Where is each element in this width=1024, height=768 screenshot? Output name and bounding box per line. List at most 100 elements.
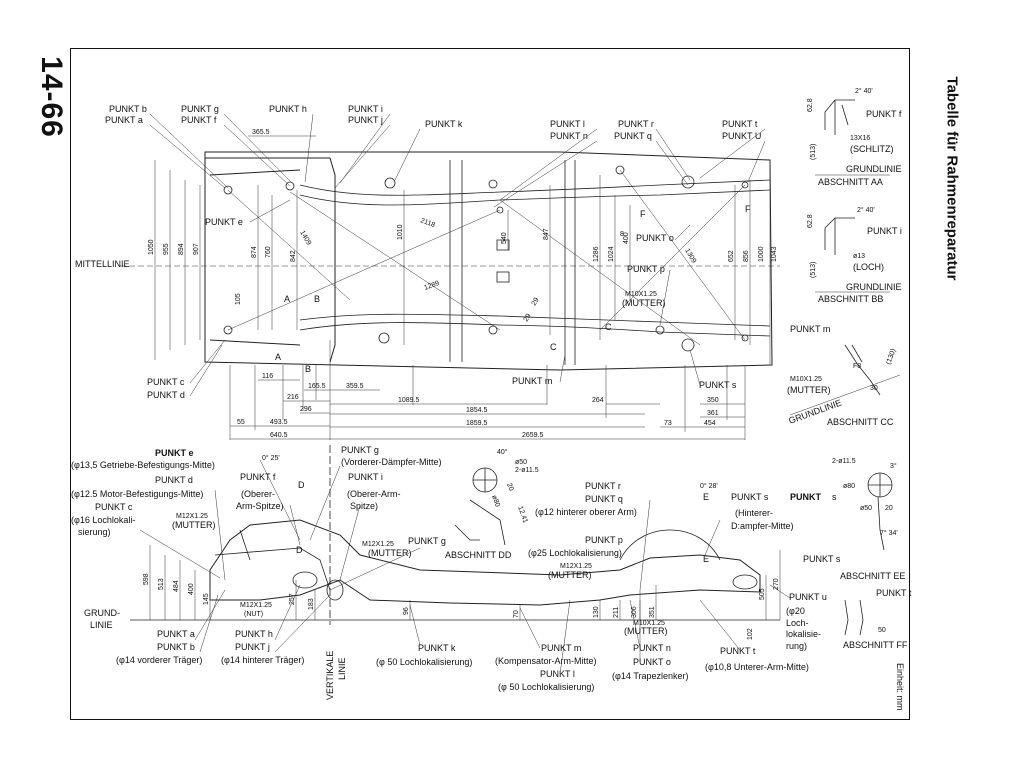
label-punkt-k: PUNKT k — [425, 119, 463, 129]
ee-dim-phi50: ø50 — [860, 505, 872, 512]
sdim-11: 306 — [631, 606, 638, 618]
dim-296: 296 — [300, 406, 312, 413]
label-side-punkt-l: PUNKT l — [540, 669, 575, 679]
dim-2659-5: 2659.5 — [522, 432, 544, 439]
bb-profile — [824, 217, 855, 255]
label-side-punkt-u: PUNKT u — [789, 592, 827, 602]
label-punkt-h: PUNKT h — [269, 104, 307, 114]
dim-640-5: 640.5 — [270, 432, 288, 439]
bb-dim-angle: 2° 40' — [857, 206, 875, 214]
label-punkt-e: PUNKT e — [205, 217, 243, 227]
sdim-15: 102 — [747, 628, 754, 640]
label-side-punkt-h: PUNKT h — [235, 629, 273, 639]
vdim-7: 1010 — [397, 224, 404, 240]
cc-dim-130: (130) — [885, 348, 897, 366]
dim-1854-5: 1854.5 — [466, 407, 488, 414]
label-side-mutter-spec4: M10X1.25 — [633, 620, 665, 627]
sdim-10: 211 — [613, 607, 620, 618]
label-side-mutter-spec1: M12X1.25 — [176, 513, 208, 520]
label-side-punkt-m-desc: (Kompensator-Arm-Mitte) — [495, 656, 597, 666]
cc-name: ABSCHNITT CC — [827, 417, 894, 427]
label-grundlinie-1: GRUND- — [84, 608, 120, 618]
dim-1859-5: 1859.5 — [466, 420, 488, 427]
label-side-punkt-f: PUNKT f — [240, 472, 276, 482]
ee-dim-angle: 7° 34' — [880, 529, 898, 537]
bb-texts: 62.8 (513) 2° 40' ø13 — [807, 206, 875, 278]
dim-105: 105 — [235, 293, 242, 305]
dd-bracket — [454, 468, 506, 546]
letter-a-1: A — [284, 294, 290, 304]
diagram-frame — [70, 48, 910, 720]
bb-size: ø13 — [853, 253, 865, 260]
side-view: PUNKT e (φ13,5 Getriebe-Befestigungs-Mit… — [71, 445, 905, 711]
dim-2118: 2118 — [419, 217, 436, 229]
dim-493-5: 493.5 — [270, 419, 288, 426]
ee-dim-phi80: ø80 — [843, 483, 855, 490]
crossmember-2 — [564, 160, 576, 365]
ff-dim-50: 50 — [878, 627, 886, 634]
dd-dim-phi80: ø80 — [490, 494, 501, 508]
label-side-punkt-r: PUNKT r — [585, 481, 621, 491]
label-side-mutter-spec2: M12X1.25 — [362, 541, 394, 548]
dim-454: 454 — [704, 420, 716, 427]
vdim-5: 760 — [265, 246, 272, 258]
rear-arch-side — [619, 529, 721, 561]
label-side-punkt-t: PUNKT t — [720, 646, 756, 656]
leader-lines-side — [139, 459, 791, 675]
label-mutter: (MUTTER) — [622, 298, 666, 308]
aa-dim-513: (513) — [810, 144, 817, 160]
front-mount-side-2 — [326, 579, 344, 601]
label-side-punkt-j: PUNKT j — [235, 642, 270, 652]
cc-punkt: PUNKT m — [790, 324, 830, 334]
label-punkt-q: PUNKT q — [614, 131, 652, 141]
aa-punkt: PUNKT f — [866, 109, 902, 119]
left-rail-top-2 — [299, 189, 771, 206]
vdim-15: 1000 — [758, 246, 765, 262]
dim-365-5: 365.5 — [252, 129, 270, 136]
ff-labels: PUNKT t ABSCHNITT FF — [843, 588, 912, 650]
label-einheit: Einheit: mm — [895, 663, 905, 711]
ee-punkt-s: PUNKT s — [803, 554, 841, 564]
label-side-punkt-b: PUNKT b — [157, 642, 195, 652]
label-side-punkt-p: PUNKT p — [585, 535, 623, 545]
letter-d-2: D — [296, 545, 303, 555]
label-punkt-p: PUNKT p — [627, 264, 665, 274]
dim-lines-top — [230, 135, 745, 440]
dd-dim-20: 20 — [505, 482, 514, 492]
letter-c-2: C — [550, 342, 557, 352]
sdim-4: 145 — [203, 593, 210, 605]
angle-0-25: 0° 25' — [262, 454, 280, 462]
letter-d-1: D — [298, 480, 305, 490]
vdim-8: 540 — [501, 232, 508, 244]
ee-dim-3deg: 3° — [890, 462, 897, 470]
label-side-punkt-u-desc1: (φ20 — [786, 606, 805, 616]
dim-165-5: 165.5 — [308, 383, 326, 390]
ee-texts: 2-ø11.5 ø80 ø50 20 7° 34' 3° — [832, 458, 898, 537]
label-punkt-i: PUNKT i — [348, 104, 383, 114]
vdim-2: 894 — [178, 243, 185, 255]
vdim-9: 847 — [543, 228, 550, 240]
ff-profile — [844, 599, 864, 636]
label-side-punkt-e-desc: (φ13,5 Getriebe-Befestigungs-Mitte) — [71, 460, 215, 470]
cc-profile — [844, 344, 881, 396]
aa-dim-angle: 2° 40' — [855, 87, 873, 95]
label-nut: (NUT) — [244, 611, 263, 618]
dd-dim-holes: 2-ø11.5 — [515, 467, 539, 474]
label-punkt-m: PUNKT m — [512, 376, 552, 386]
vdim-14: 856 — [743, 250, 750, 262]
label-side-punkt-u-desc3: lokalisie- — [786, 629, 821, 639]
label-vertikale-2: LINIE — [337, 657, 347, 680]
label-side-punkt-u-desc4: rung) — [786, 641, 807, 651]
label-side-punkt-s-desc1: (Hinterer- — [735, 508, 773, 518]
section-cc: (130) 30 F8 M10X1.25 PUNKT m (MUTTER) GR… — [787, 324, 901, 427]
vdim-3: 907 — [193, 243, 200, 255]
label-side-punkt-c-desc1: (φ16 Lochlokali- — [71, 515, 135, 525]
sdim-2: 484 — [173, 580, 180, 592]
sdim-13: 505 — [759, 588, 766, 600]
label-side-punkt-p-desc: (φ25 Lochlokalisierung) — [528, 548, 622, 558]
right-rail-top — [299, 322, 771, 337]
label-side-mutter1: (MUTTER) — [172, 520, 216, 530]
